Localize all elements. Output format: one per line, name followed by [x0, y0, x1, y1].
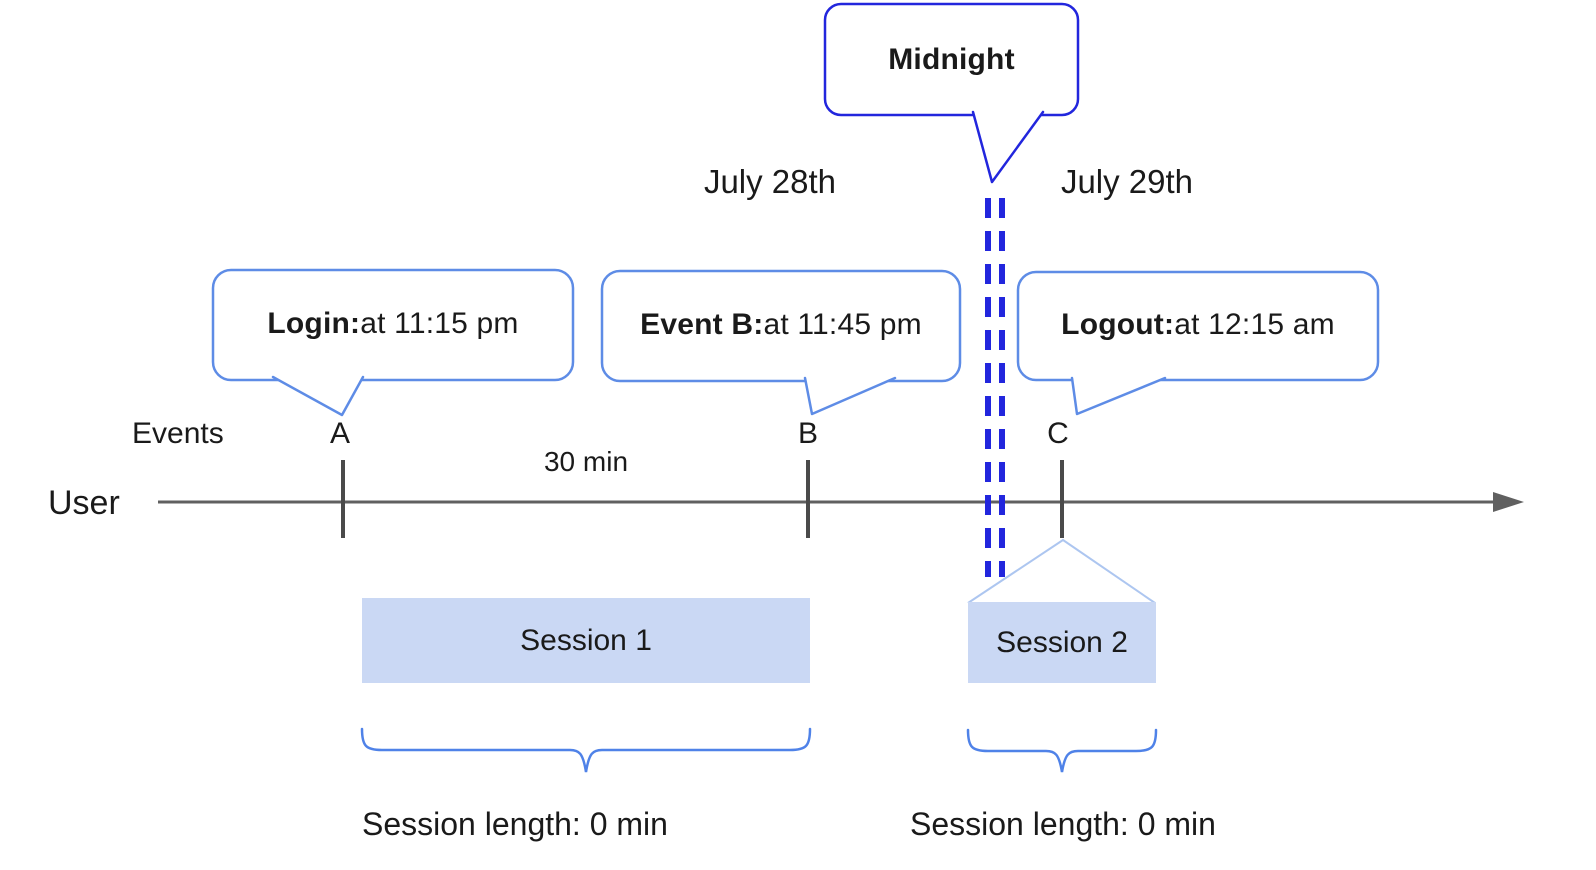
login-bubble-tail — [271, 375, 365, 417]
session2-box: Session 2 — [968, 602, 1156, 683]
login-callout-time: at 11:15 pm — [360, 307, 519, 340]
session1-length-label: Session length: 0 min — [362, 806, 668, 842]
event-b-bubble-tail — [803, 376, 897, 416]
date-label-july-28: July 28th — [703, 163, 837, 200]
login-bubble-border — [211, 268, 575, 382]
midnight-bubble-border — [823, 2, 1080, 117]
event-b-bubble-border — [600, 269, 962, 383]
session2-projection-lines — [967, 538, 1156, 604]
event-b-callout-bold: Event B: — [640, 308, 764, 341]
logout-bubble-tail — [1070, 376, 1167, 416]
event-a-label: A — [329, 417, 351, 450]
logout-bubble-border — [1016, 270, 1380, 382]
logout-callout-label: Logout: at 12:15 am — [1018, 272, 1378, 378]
event-c-label: C — [1047, 417, 1069, 450]
event-b-callout-time: at 11:45 pm — [763, 308, 922, 341]
logout-callout-time: at 12:15 am — [1174, 308, 1335, 341]
login-callout-label: Login: at 11:15 pm — [213, 270, 573, 378]
event-b-callout-label: Event B: at 11:45 pm — [602, 271, 960, 379]
interval-30min-label: 30 min — [543, 446, 629, 477]
date-label-july-29: July 29th — [1060, 163, 1194, 200]
event-b-label: B — [797, 417, 819, 450]
user-axis-label: User — [48, 484, 120, 522]
midnight-callout-label: Midnight — [888, 42, 1015, 76]
timeline-arrowhead-icon — [1493, 492, 1524, 512]
session2-brace — [966, 728, 1158, 773]
session2-length-label: Session length: 0 min — [910, 806, 1216, 842]
session1-brace — [360, 727, 812, 773]
session1-box: Session 1 — [362, 598, 810, 683]
login-callout-bold: Login: — [267, 307, 361, 340]
logout-callout-bold: Logout: — [1061, 308, 1175, 341]
midnight-bubble-tail — [971, 110, 1045, 184]
events-axis-label: Events — [132, 417, 224, 450]
